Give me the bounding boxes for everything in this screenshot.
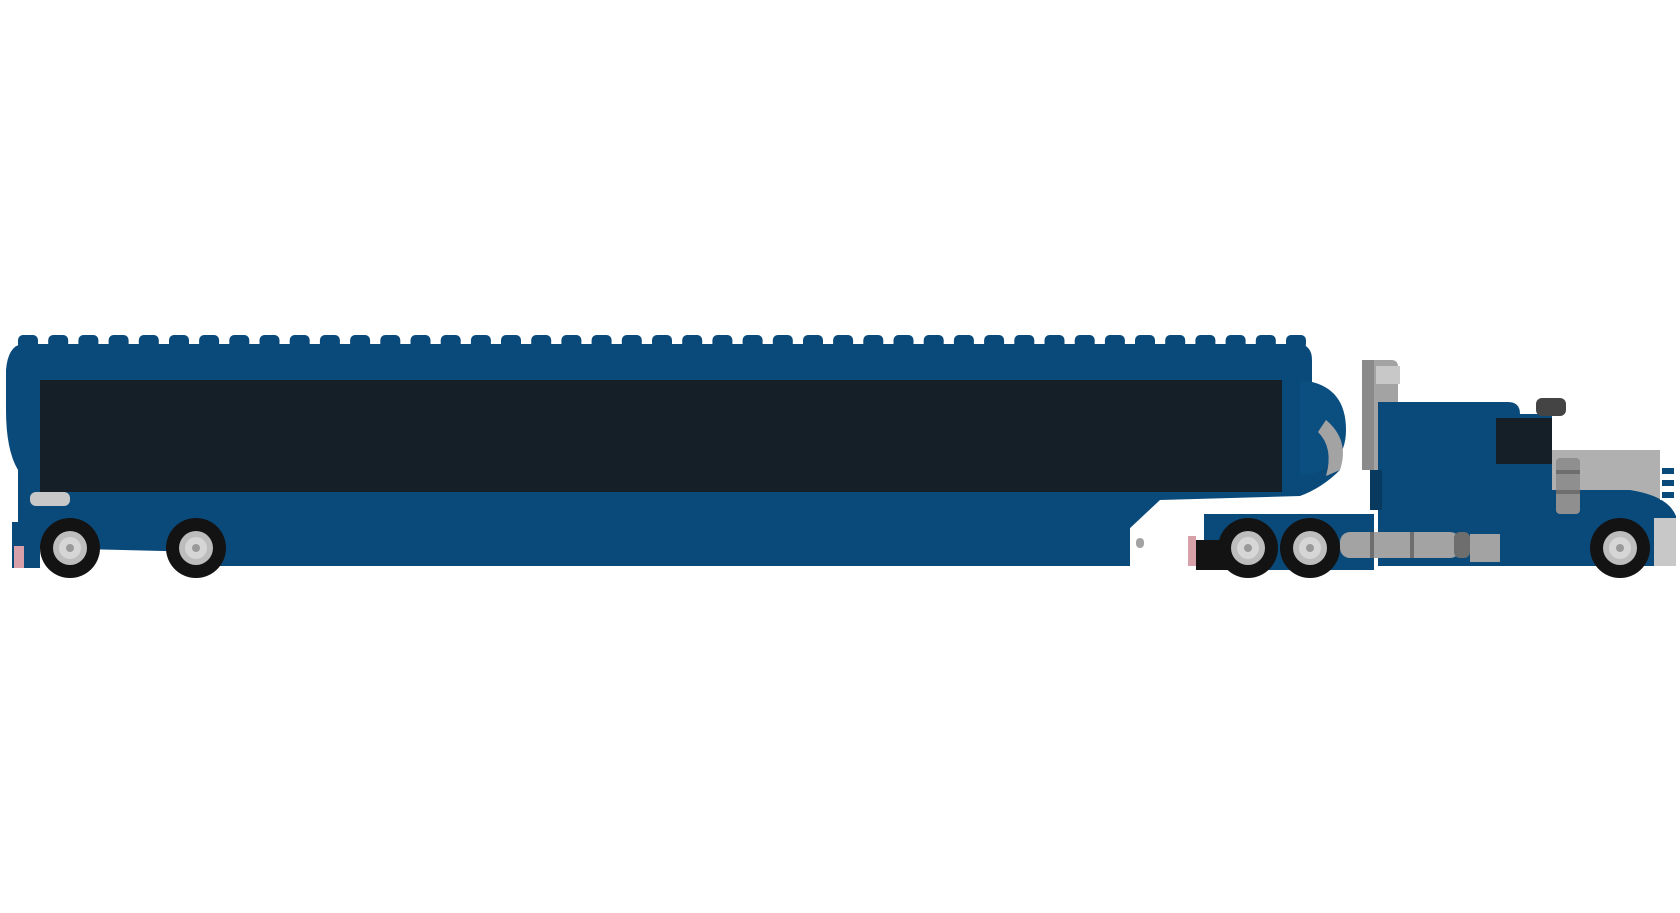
trailer-dark-panel: [40, 380, 1282, 492]
exhaust-stack-shade: [1362, 360, 1374, 470]
fuel-tank: [1340, 532, 1460, 558]
trailer-rear-light: [30, 492, 70, 506]
cab-dark-edge: [1370, 470, 1382, 510]
trailer-underframe: [230, 500, 1130, 566]
trailer-coupler: [1318, 420, 1343, 476]
trailer-rear-marker: [14, 546, 24, 568]
cab-visor: [1536, 398, 1566, 416]
fuel-tank-band-1: [1370, 532, 1374, 558]
fuel-tank-end: [1454, 532, 1470, 558]
fuel-tank-band-2: [1410, 532, 1414, 558]
cab-step: [1470, 534, 1500, 562]
wheels: [40, 518, 1650, 578]
trailer-wheel: [40, 518, 100, 578]
tractor: [1188, 360, 1678, 570]
front-bumper: [1654, 518, 1676, 566]
drive-wheel: [1280, 518, 1340, 578]
air-cleaner: [1556, 458, 1580, 514]
air-cleaner-band-1: [1556, 470, 1580, 474]
exhaust-stack-cap: [1376, 366, 1400, 384]
drive-wheel: [1218, 518, 1278, 578]
cab-window: [1496, 418, 1552, 464]
grille-bar-bot: [1662, 492, 1674, 498]
grille-bar-mid: [1662, 480, 1674, 486]
trailer-kingpin-dot: [1136, 538, 1144, 548]
steer-wheel: [1590, 518, 1650, 578]
trailer: [6, 335, 1346, 568]
air-cleaner-band-2: [1556, 490, 1580, 494]
tractor-rear-marker: [1188, 536, 1196, 566]
grille-bar-top: [1662, 468, 1674, 474]
trailer-wheel: [166, 518, 226, 578]
